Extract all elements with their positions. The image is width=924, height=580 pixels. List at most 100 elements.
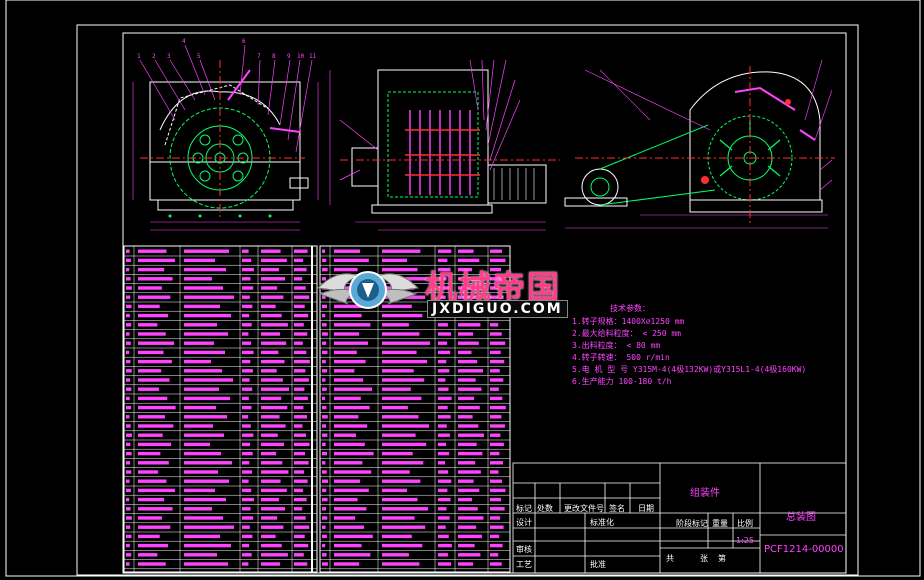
parts-list-cell-mark xyxy=(138,433,163,437)
parts-list-cell-mark xyxy=(261,405,288,410)
parts-list-cell-mark xyxy=(382,359,428,364)
parts-list-cell-mark xyxy=(138,479,167,483)
parts-list-cell-mark xyxy=(458,258,480,263)
parts-list-cell-mark xyxy=(334,516,356,520)
parts-list-cell-mark xyxy=(242,369,253,373)
parts-list-cell-mark xyxy=(438,433,450,437)
parts-list-cell-mark xyxy=(322,553,327,557)
parts-list-cell-mark xyxy=(294,451,305,456)
svg-text:4: 4 xyxy=(182,38,186,45)
parts-list-cell-mark xyxy=(184,442,210,447)
parts-list-cell-mark xyxy=(322,442,326,447)
parts-list-cell-mark xyxy=(261,286,278,290)
parts-list-cell-mark xyxy=(138,507,173,511)
parts-list-cell-mark xyxy=(334,507,367,511)
parts-list-cell-mark xyxy=(458,295,477,299)
parts-list-cell-mark xyxy=(261,553,288,557)
parts-list-cell-mark xyxy=(322,424,327,428)
parts-list-cell-mark xyxy=(126,249,130,253)
parts-list-cell-mark xyxy=(382,470,410,474)
parts-list-cell-mark xyxy=(334,415,359,419)
parts-list-cell-mark xyxy=(138,359,172,364)
parts-list-cell-mark xyxy=(382,543,423,548)
parts-list-cell-mark xyxy=(261,497,279,502)
parts-list-cell-mark xyxy=(490,323,499,327)
parts-list-cell-mark xyxy=(138,470,159,474)
section-view xyxy=(564,59,835,229)
parts-list-cell-mark xyxy=(490,442,504,447)
parts-list-cell-mark xyxy=(261,507,286,511)
parts-list-cell-mark xyxy=(126,350,130,355)
parts-list-cell-mark xyxy=(334,470,372,474)
parts-list-cell-mark xyxy=(242,286,254,290)
parts-list-cell-mark xyxy=(458,433,484,437)
parts-list-cell-mark xyxy=(458,323,481,327)
parts-list-cell-mark xyxy=(294,479,308,483)
parts-list-cell-mark xyxy=(138,267,165,272)
parts-list-cell-mark xyxy=(458,387,482,391)
parts-list-cell-mark xyxy=(322,341,327,345)
svg-text:8: 8 xyxy=(272,53,276,60)
parts-list-cell-mark xyxy=(334,479,360,483)
parts-list-cell-mark xyxy=(126,442,131,447)
parts-list-cell-mark xyxy=(490,424,505,428)
parts-list-cell-mark xyxy=(382,433,416,437)
sheet-border xyxy=(76,24,859,576)
parts-list-cell-mark xyxy=(458,369,483,373)
parts-list-cell-mark xyxy=(382,341,430,345)
parts-list-cell-mark xyxy=(184,415,227,419)
parts-list-cell-mark xyxy=(438,424,447,428)
parts-list-cell-mark xyxy=(322,415,328,419)
parts-list-cell-mark xyxy=(261,332,280,336)
parts-list-cell-mark xyxy=(184,433,224,437)
parts-list-cell-mark xyxy=(438,350,451,355)
parts-list-cell-mark xyxy=(184,277,212,281)
parts-list-cell-mark xyxy=(261,534,276,539)
parts-list-cell-mark xyxy=(322,387,327,391)
parts-list-cell-mark xyxy=(458,534,482,539)
parts-list-cell-mark xyxy=(334,488,369,493)
parts-list-cell-mark xyxy=(261,249,281,253)
spec-item: 2.最大给料粒度： < 250 mm xyxy=(572,329,681,338)
parts-list-cell-mark xyxy=(138,424,174,428)
parts-list-cell-mark xyxy=(322,562,328,566)
parts-list-cell-mark xyxy=(242,525,250,529)
parts-list-cell-mark xyxy=(242,516,254,520)
parts-list-cell-mark xyxy=(458,341,479,345)
parts-list-cell-mark xyxy=(490,451,500,456)
spec-item: 1.转子规格：1400X∅1250 mm xyxy=(572,317,685,326)
parts-list-cell-mark xyxy=(294,258,304,263)
parts-list-cell-mark xyxy=(490,470,499,474)
parts-list-cell-mark xyxy=(382,258,407,263)
parts-list xyxy=(123,245,511,573)
parts-list-cell-mark xyxy=(458,359,478,364)
parts-list-cell-mark xyxy=(138,387,159,391)
parts-list-cell-mark xyxy=(458,461,476,465)
parts-list-cell-mark xyxy=(438,543,452,548)
parts-list-cell-mark xyxy=(261,313,282,318)
parts-list-cell-mark xyxy=(382,415,419,419)
parts-list-cell-mark xyxy=(294,424,303,428)
parts-list-cell-mark xyxy=(438,525,446,529)
parts-list-cell-mark xyxy=(334,258,369,263)
parts-list-cell-mark xyxy=(490,405,506,410)
parts-list-cell-mark xyxy=(184,451,221,456)
parts-list-cell-mark xyxy=(294,433,306,437)
parts-list-cell-mark xyxy=(438,497,451,502)
svg-text:2: 2 xyxy=(152,53,156,60)
parts-list-cell-mark xyxy=(126,516,132,520)
parts-list-cell-mark xyxy=(184,387,219,391)
parts-list-cell-mark xyxy=(382,525,426,529)
tb-assembly: 组装件 xyxy=(690,488,720,499)
parts-list-cell-mark xyxy=(438,553,448,557)
parts-list-cell-mark xyxy=(334,378,364,382)
parts-list-cell-mark xyxy=(184,562,228,566)
parts-list-cell-mark xyxy=(334,451,374,456)
parts-list-cell-mark xyxy=(138,369,162,373)
parts-list-cell-mark xyxy=(490,387,499,391)
parts-list-cell-mark xyxy=(322,350,328,355)
parts-list-cell-mark xyxy=(126,479,130,483)
parts-list-cell-mark xyxy=(334,525,364,529)
spec-item: 4.转子转速： 500 r/min xyxy=(572,353,670,362)
parts-list-cell-mark xyxy=(458,451,483,456)
